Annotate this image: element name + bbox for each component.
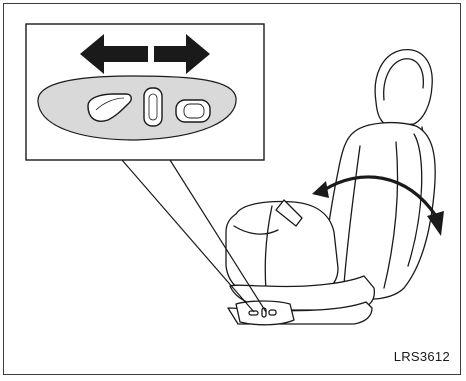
seat-back: [322, 123, 435, 300]
recline-switch: [176, 100, 210, 122]
switch-small-right: [269, 310, 276, 315]
figure-frame: LRS3612: [3, 3, 461, 375]
figure-code: LRS3612: [394, 349, 450, 364]
seat-diagram: [4, 4, 462, 376]
seat-cushion: [226, 202, 338, 297]
